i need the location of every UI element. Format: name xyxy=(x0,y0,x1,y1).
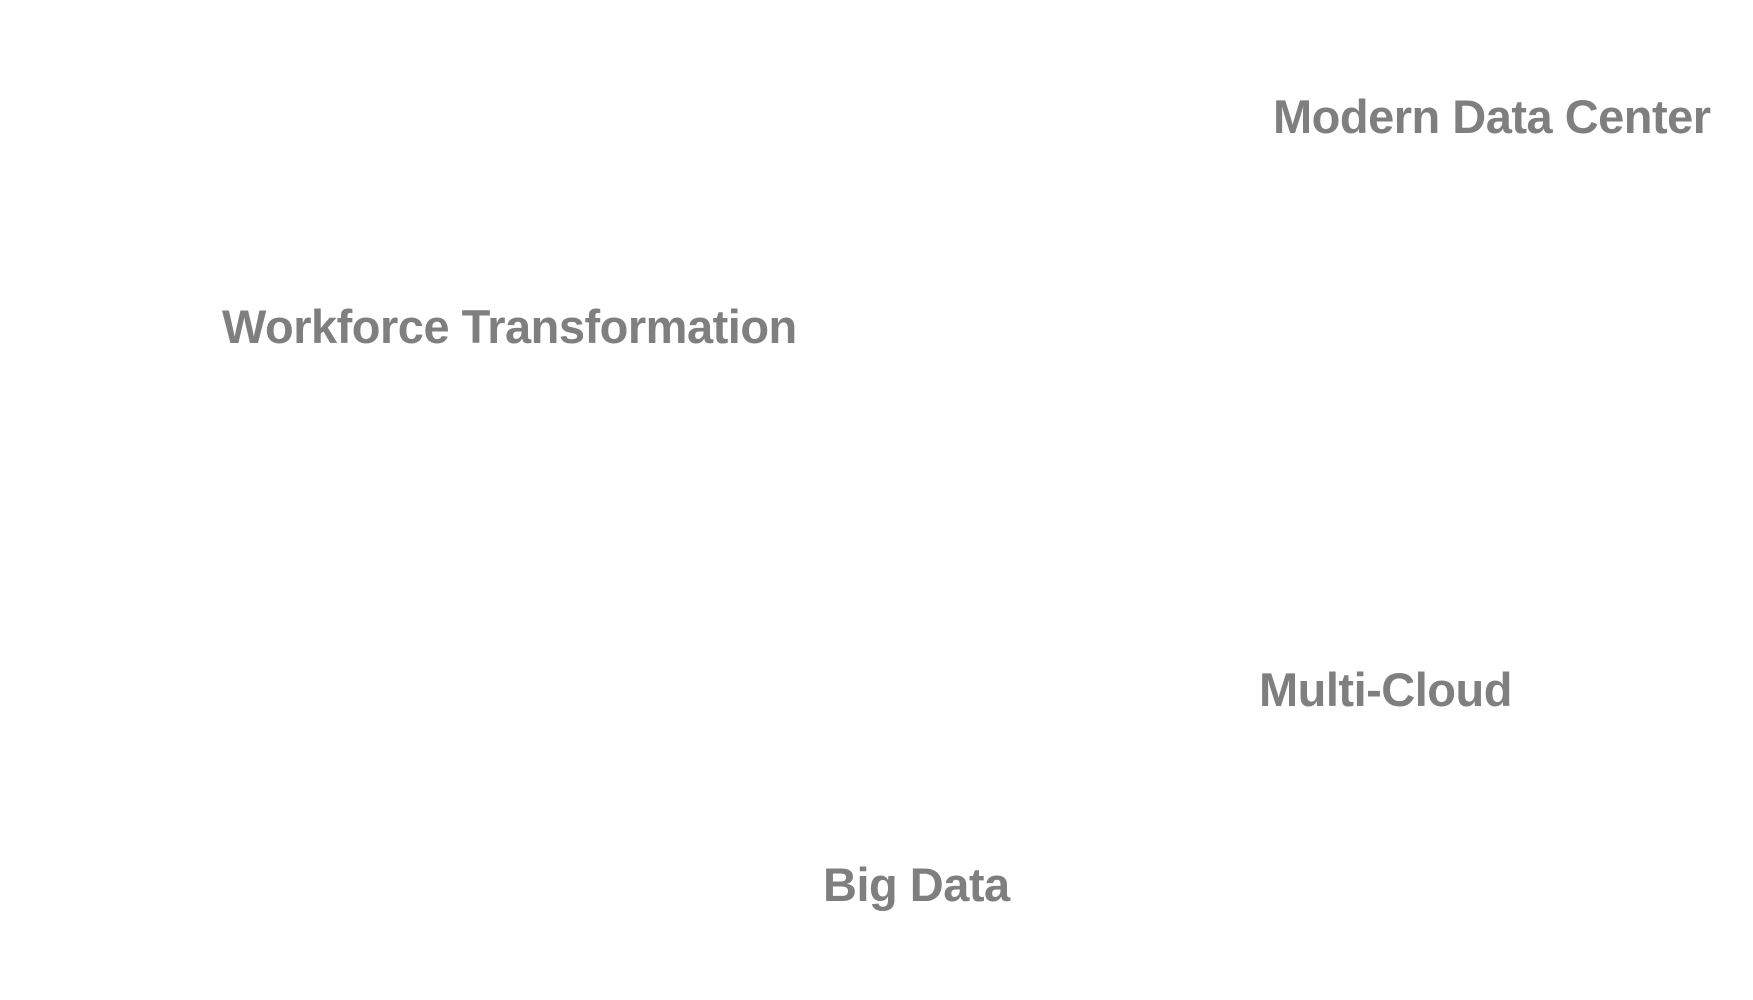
big-data-label: Big Data xyxy=(823,858,1010,911)
multi-cloud-label: Multi-Cloud xyxy=(1259,663,1512,716)
workforce-transformation-label: Workforce Transformation xyxy=(222,300,797,353)
modern-data-center-label: Modern Data Center xyxy=(1273,90,1711,143)
